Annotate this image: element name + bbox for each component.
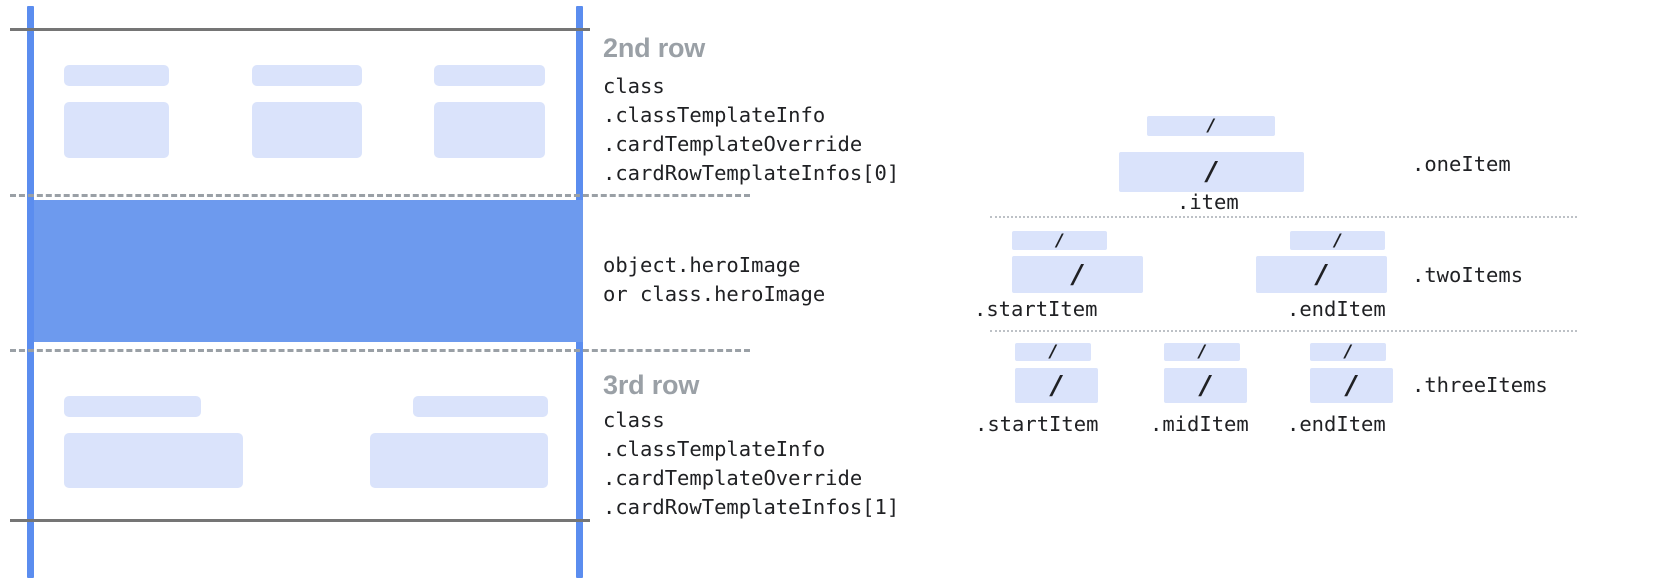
three-items-start-label-chip: / (1015, 343, 1091, 361)
row2-label-placeholder-1 (64, 65, 169, 86)
card-top-border (10, 28, 590, 31)
one-item-value-chip: / (1119, 152, 1304, 192)
third-row-code: class .classTemplateInfo .cardTemplateOv… (603, 408, 900, 519)
three-items-end-caption: .endItem (1287, 412, 1386, 436)
two-items-end-value-chip: / (1256, 256, 1387, 293)
group-separator-1 (990, 216, 1577, 218)
row-item-layout-diagram: / / .item .oneItem / / .startItem / / .e… (960, 0, 1676, 584)
hero-image-band (34, 200, 583, 342)
guide-line-left (27, 6, 34, 578)
row2-value-placeholder-1 (64, 102, 169, 158)
three-items-group-label: .threeItems (1412, 373, 1548, 397)
two-items-start-value-chip: / (1012, 256, 1143, 293)
group-separator-2 (990, 330, 1577, 332)
third-row-title: 3rd row (603, 370, 700, 400)
three-items-mid-label-chip: / (1164, 343, 1240, 361)
card-template-diagram (0, 0, 750, 584)
second-row-title: 2nd row (603, 33, 706, 63)
one-item-label-chip: / (1147, 116, 1275, 136)
one-item-caption: .item (1177, 190, 1239, 214)
three-items-start-value-chip: / (1015, 368, 1098, 403)
row-separator-top (10, 194, 750, 197)
two-items-start-caption: .startItem (974, 297, 1098, 321)
row3-value-placeholder-1 (64, 433, 243, 488)
three-items-mid-value-chip: / (1164, 368, 1247, 403)
two-items-start-label-chip: / (1012, 231, 1107, 250)
three-items-end-label-chip: / (1310, 343, 1386, 361)
row-separator-bottom (10, 349, 750, 352)
second-row-code: class .classTemplateInfo .cardTemplateOv… (603, 74, 900, 185)
card-bottom-border (10, 519, 590, 522)
two-items-group-label: .twoItems (1412, 263, 1524, 287)
row3-value-placeholder-2 (370, 433, 548, 488)
two-items-end-label-chip: / (1290, 231, 1385, 250)
three-items-end-value-chip: / (1310, 368, 1393, 403)
row2-label-placeholder-2 (252, 65, 362, 86)
three-items-start-caption: .startItem (975, 412, 1099, 436)
row3-label-placeholder-1 (64, 396, 201, 417)
three-items-mid-caption: .midItem (1150, 412, 1249, 436)
two-items-end-caption: .endItem (1287, 297, 1386, 321)
row2-label-placeholder-3 (434, 65, 545, 86)
hero-row-code: object.heroImage or class.heroImage (603, 253, 826, 306)
row2-value-placeholder-2 (252, 102, 362, 158)
row3-label-placeholder-2 (413, 396, 548, 417)
row2-value-placeholder-3 (434, 102, 545, 158)
one-item-group-label: .oneItem (1412, 152, 1511, 176)
